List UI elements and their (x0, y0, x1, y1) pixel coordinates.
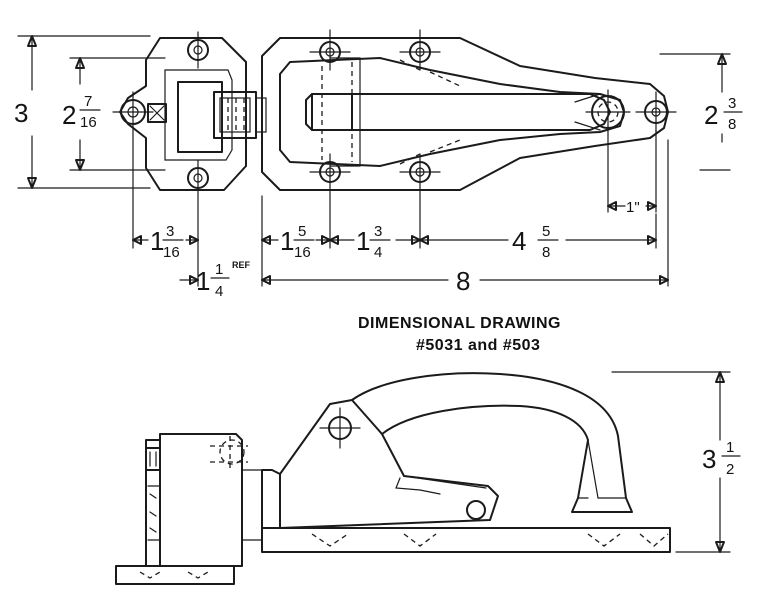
dim-handle-span-num: 5 (542, 223, 550, 240)
dim-side-height-den: 2 (726, 461, 734, 478)
top-view-dimension-lines (17, 35, 731, 287)
side-latch (261, 372, 671, 553)
dim-inner-height-den: 16 (80, 114, 97, 131)
dim-side-height-num: 1 (726, 439, 734, 456)
caption-title: DIMENSIONAL DRAWING (358, 315, 561, 332)
strike-plate (112, 31, 267, 197)
dim-base-left-den: 16 (294, 244, 311, 261)
dim-base-left-num: 5 (298, 223, 306, 240)
dim-gap-num: 1 (215, 261, 223, 278)
dim-hole-spacing-num: 3 (374, 223, 382, 240)
top-view: 3 2 7 16 2 3 8 1" 1 3 16 1 1 4 REF 1 5 1… (14, 29, 743, 300)
dim-gap-whole: 1 (196, 266, 210, 296)
dim-strike-width-whole: 1 (150, 226, 164, 256)
dim-gap-den: 4 (215, 283, 223, 300)
dim-right-height-num: 3 (728, 95, 736, 112)
dim-hole-spacing-whole: 1 (356, 226, 370, 256)
dim-inner-height-whole: 2 (62, 100, 76, 130)
caption-subtitle: #5031 and #503 (416, 337, 540, 354)
latch-base (261, 29, 677, 197)
side-view: 3 1 2 (115, 371, 741, 585)
dim-overall-length: 8 (456, 266, 470, 296)
dim-gap-ref: REF (232, 260, 251, 270)
dim-hole-spacing-den: 4 (374, 244, 382, 261)
dim-right-height-den: 8 (728, 116, 736, 133)
dim-inner-height-num: 7 (84, 93, 92, 110)
side-dimension-lines (611, 371, 731, 553)
dim-handle-span-den: 8 (542, 244, 550, 261)
dim-right-height-whole: 2 (704, 100, 718, 130)
dim-strike-width-den: 16 (163, 244, 180, 261)
dim-handle-span-whole: 4 (512, 226, 526, 256)
dim-base-left-whole: 1 (280, 226, 294, 256)
dim-side-height-whole: 3 (702, 444, 716, 474)
side-strike (115, 433, 263, 585)
dim-strike-width-num: 3 (166, 223, 174, 240)
dim-one-inch: 1" (626, 199, 640, 216)
dim-overall-height: 3 (14, 98, 28, 128)
